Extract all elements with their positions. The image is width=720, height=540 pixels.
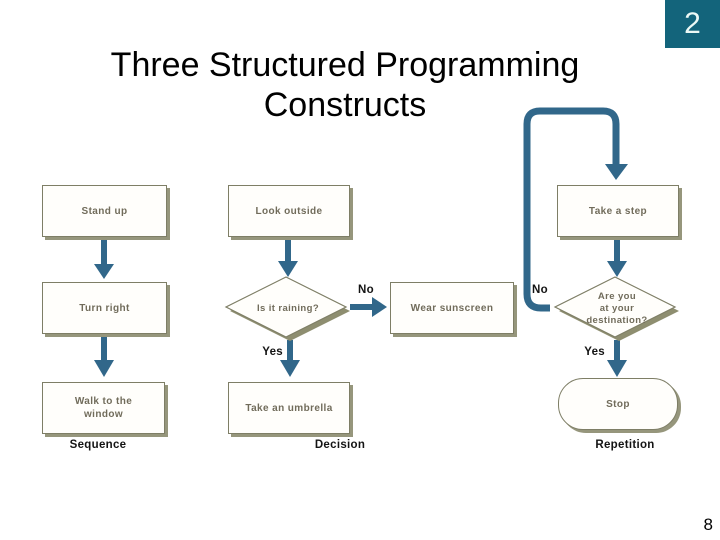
repetition-body-box: Take a step [557, 185, 679, 237]
decision-yes-label: Yes [262, 346, 283, 358]
sequence-arrow-1 [94, 237, 114, 279]
badge-number: 2 [684, 7, 701, 40]
decision-label: Decision [314, 439, 366, 451]
decision-no-action-text: Wear sunscreen [410, 302, 494, 314]
sequence-step-3-text: Walk to the window [74, 396, 133, 420]
decision-arrow-down [278, 238, 298, 277]
title-line-1: Three Structured Programming [110, 45, 580, 84]
repetition-condition-text: Are you at your destination? [586, 291, 648, 326]
decision-condition-text: Is it raining? [256, 303, 320, 314]
decision-no-label: No [358, 284, 374, 296]
decision-condition-diamond: Is it raining? [224, 275, 352, 343]
sequence-label: Sequence [69, 439, 127, 451]
decision-diamond-shape [224, 276, 350, 341]
repetition-stop-terminator: Stop [558, 378, 678, 430]
sequence-step-2-box: Turn right [42, 282, 167, 334]
repetition-condition-diamond: Are you at your destination? [553, 275, 681, 343]
repetition-loop-arrow [523, 107, 628, 312]
decision-start-text: Look outside [255, 205, 323, 217]
repetition-arrow-down [607, 238, 627, 277]
slide-title: Three Structured Programming Constructs [0, 45, 690, 125]
title-line-2: Constructs [263, 85, 427, 124]
decision-yes-arrow [280, 340, 300, 377]
slide-number-badge: 2 [665, 0, 720, 48]
page-number: 8 [703, 515, 713, 534]
repetition-diamond-shape [553, 276, 679, 341]
repetition-yes-label: Yes [584, 346, 605, 358]
sequence-step-1-text: Stand up [81, 205, 128, 217]
decision-no-arrow [350, 297, 387, 317]
repetition-stop-text: Stop [606, 398, 630, 410]
sequence-step-2-text: Turn right [79, 302, 130, 314]
decision-start-box: Look outside [228, 185, 350, 237]
repetition-label: Repetition [595, 439, 655, 451]
decision-yes-action-box: Take an umbrella [228, 382, 350, 434]
sequence-arrow-2 [94, 334, 114, 377]
sequence-step-1-box: Stand up [42, 185, 167, 237]
repetition-yes-arrow [607, 340, 627, 377]
repetition-body-text: Take a step [588, 205, 648, 217]
decision-yes-action-text: Take an umbrella [245, 402, 333, 414]
decision-no-action-box: Wear sunscreen [390, 282, 514, 334]
sequence-step-3-box: Walk to the window [42, 382, 165, 434]
repetition-no-label: No [532, 284, 548, 296]
